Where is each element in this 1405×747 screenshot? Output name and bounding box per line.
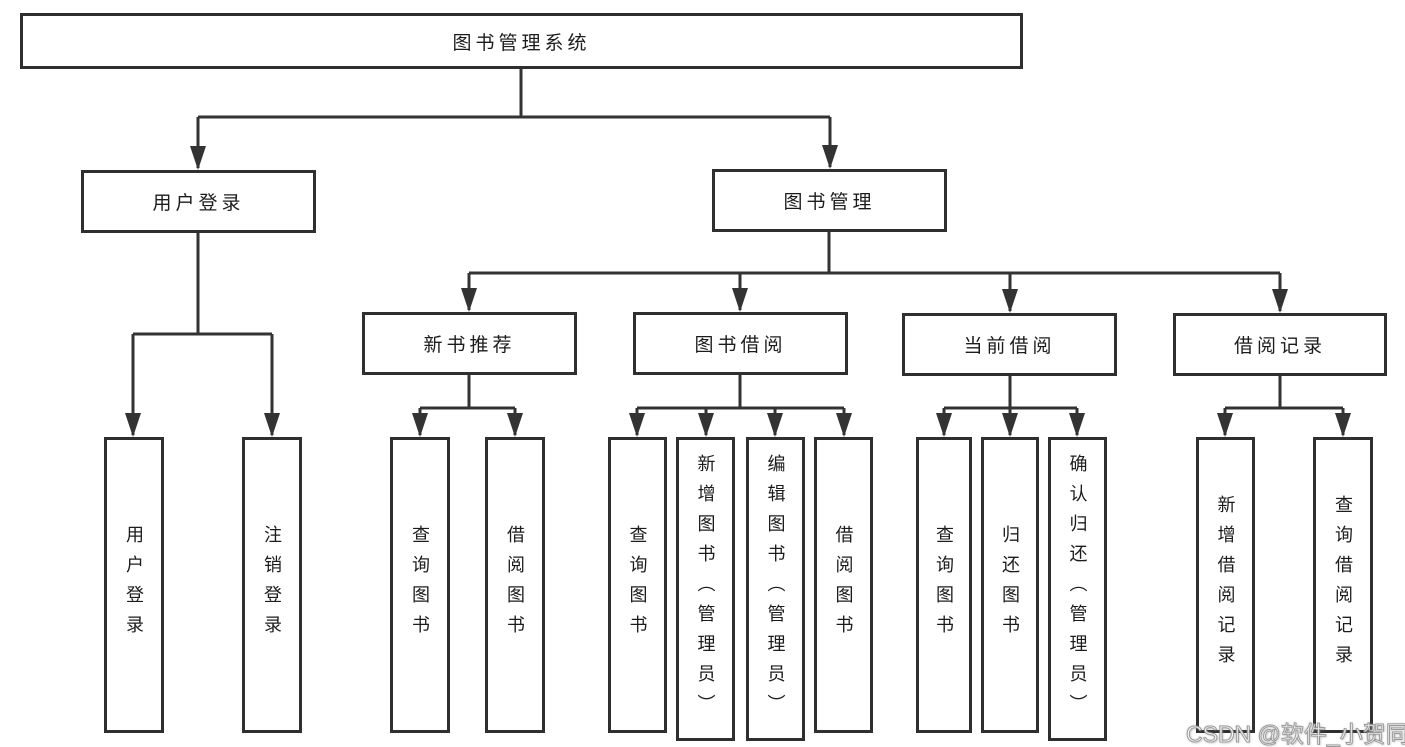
- arrow-down-icon: [822, 145, 838, 169]
- node-borrow-record: 借阅记录: [1173, 313, 1387, 376]
- arrow-down-icon: [1069, 413, 1085, 437]
- arrow-down-icon: [1217, 413, 1233, 437]
- node-book-management-label: 图书管理: [783, 192, 876, 213]
- leaf-add-book-admin: 新增图书（管理员）: [676, 437, 735, 741]
- leaf-query-borrow-record-label: 查询借阅记录: [1333, 495, 1353, 675]
- leaf-edit-book-admin-label: 编辑图书（管理员）: [765, 454, 786, 724]
- leaf-borrow-book-2: 借阅图书: [814, 437, 873, 733]
- node-current-borrow: 当前借阅: [902, 313, 1117, 376]
- leaf-logout-login: 注销登录: [242, 437, 302, 733]
- arrow-down-icon: [767, 413, 783, 437]
- arrow-down-icon: [732, 288, 748, 312]
- arrow-down-icon: [412, 413, 428, 437]
- leaf-logout-login-label: 注销登录: [262, 525, 282, 645]
- arrow-down-icon: [461, 288, 477, 312]
- arrow-down-icon: [1002, 289, 1018, 313]
- leaf-query-book-1-label: 查询图书: [410, 525, 430, 645]
- leaf-borrow-book-1-label: 借阅图书: [505, 525, 525, 645]
- leaf-add-borrow-record-label: 新增借阅记录: [1215, 495, 1236, 675]
- arrow-down-icon: [1272, 289, 1288, 313]
- node-book-borrow-label: 图书借阅: [694, 335, 787, 356]
- node-new-book-recommend-label: 新书推荐: [423, 335, 516, 356]
- arrow-down-icon: [1335, 413, 1351, 437]
- arrow-down-icon: [264, 413, 280, 437]
- leaf-return-book-label: 归还图书: [1000, 525, 1020, 645]
- leaf-query-book-3-label: 查询图书: [934, 525, 954, 645]
- node-book-borrow: 图书借阅: [633, 312, 848, 375]
- leaf-add-borrow-record: 新增借阅记录: [1196, 437, 1255, 733]
- leaf-query-book-3: 查询图书: [916, 437, 972, 733]
- node-user-login: 用户登录: [81, 170, 316, 233]
- node-book-management: 图书管理: [712, 169, 947, 232]
- csdn-watermark: CSDN @软件_小贺同学: [1186, 721, 1405, 747]
- leaf-query-book-1: 查询图书: [390, 437, 450, 733]
- node-borrow-record-label: 借阅记录: [1233, 336, 1326, 357]
- node-current-borrow-label: 当前借阅: [963, 336, 1056, 357]
- arrow-down-icon: [507, 413, 523, 437]
- leaf-confirm-return-admin-label: 确认归还（管理员）: [1067, 454, 1088, 724]
- leaf-user-login: 用户登录: [104, 437, 164, 733]
- arrow-down-icon: [125, 413, 141, 437]
- arrow-down-icon: [836, 413, 852, 437]
- arrowhead-icons: [125, 145, 1351, 437]
- leaf-edit-book-admin: 编辑图书（管理员）: [746, 437, 805, 741]
- node-user-login-label: 用户登录: [152, 193, 245, 214]
- leaf-borrow-book-2-label: 借阅图书: [833, 525, 854, 645]
- leaf-confirm-return-admin: 确认归还（管理员）: [1048, 437, 1107, 741]
- leaf-query-borrow-record: 查询借阅记录: [1313, 437, 1373, 733]
- leaf-add-book-admin-label: 新增图书（管理员）: [695, 454, 716, 724]
- arrow-down-icon: [629, 413, 645, 437]
- arrow-down-icon: [1002, 413, 1018, 437]
- leaf-borrow-book-1: 借阅图书: [485, 437, 545, 733]
- arrow-down-icon: [698, 413, 714, 437]
- connector-stems: [131, 69, 1345, 435]
- node-new-book-recommend: 新书推荐: [362, 312, 577, 375]
- leaf-return-book: 归还图书: [981, 437, 1039, 733]
- leaf-query-book-2: 查询图书: [608, 437, 667, 733]
- node-root-label: 图书管理系统: [452, 32, 591, 54]
- leaf-user-login-label: 用户登录: [124, 525, 144, 645]
- node-root: 图书管理系统: [20, 13, 1023, 69]
- arrow-down-icon: [936, 413, 952, 437]
- arrow-down-icon: [190, 146, 206, 170]
- leaf-query-book-2-label: 查询图书: [627, 525, 648, 645]
